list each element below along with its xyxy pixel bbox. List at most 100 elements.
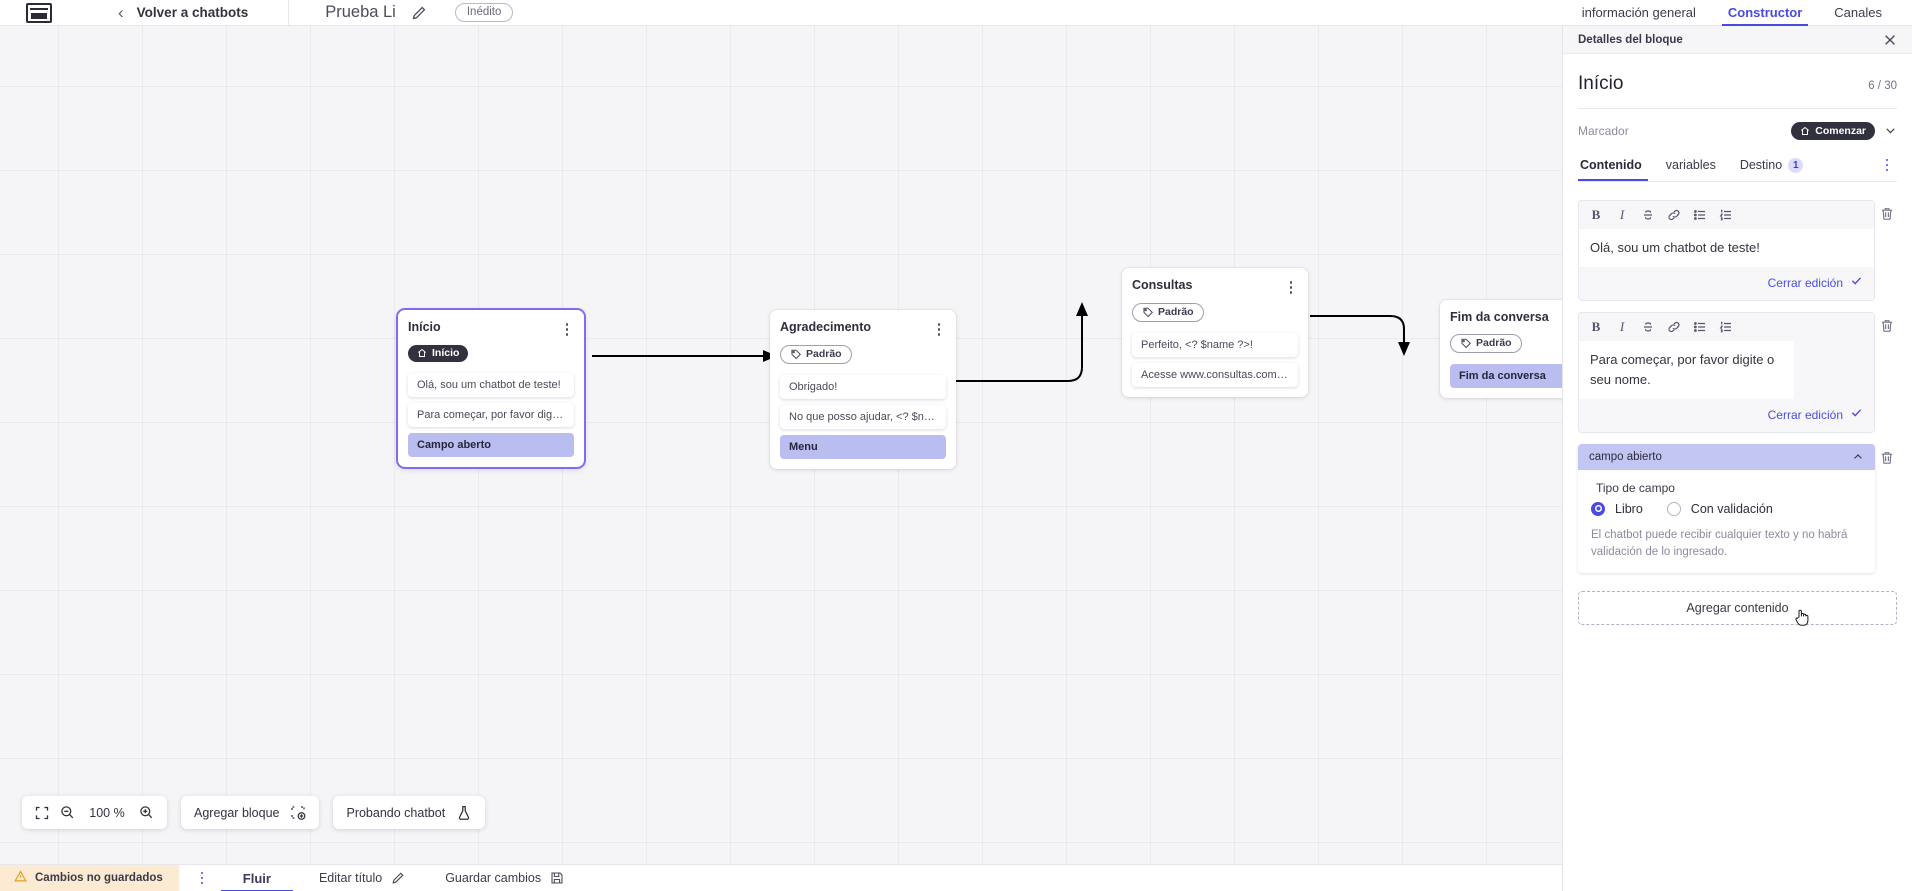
flow-node-consultas[interactable]: Consultas Padrão Perfeito, <? $name ?>! … — [1122, 268, 1308, 397]
node-tag: Padrão — [1450, 333, 1522, 354]
marcador-label: Marcador — [1578, 123, 1629, 138]
marcador-badge-label: Comenzar — [1815, 124, 1866, 137]
check-icon[interactable] — [1850, 274, 1863, 292]
campo-abierto-label: campo abierto — [1589, 450, 1662, 463]
delete-field-button[interactable] — [1879, 450, 1897, 468]
campo-abierto-header[interactable]: campo abierto — [1578, 443, 1875, 470]
strikethrough-icon[interactable] — [1635, 317, 1661, 337]
tab-constructor[interactable]: Constructor — [1712, 5, 1818, 26]
save-changes-button[interactable]: Guardar cambios — [445, 871, 564, 885]
node-row[interactable]: Acesse www.consultas.com par... — [1132, 362, 1298, 387]
pointer-hand-icon — [1794, 608, 1810, 628]
node-tag-label: Padrão — [1158, 306, 1194, 319]
node-menu-button[interactable] — [560, 321, 574, 336]
tab-destino[interactable]: Destino 1 — [1728, 157, 1815, 181]
test-chatbot-label: Probando chatbot — [346, 805, 446, 820]
node-tag: Início — [408, 344, 469, 363]
node-header: Consultas — [1132, 278, 1298, 294]
flow-canvas[interactable]: Início Início Olá, sou um chatbot de tes… — [0, 26, 1562, 864]
tag-icon — [1461, 338, 1471, 348]
bottom-overflow-menu[interactable] — [191, 871, 213, 885]
tab-contenido-label: Contenido — [1580, 158, 1642, 172]
node-title: Agradecimento — [780, 320, 871, 334]
fit-screen-icon[interactable] — [35, 806, 49, 820]
add-content-button[interactable]: Agregar contenido — [1578, 591, 1897, 628]
tab-contenido[interactable]: Contenido — [1578, 158, 1654, 181]
radio-con-validacion[interactable] — [1666, 501, 1681, 516]
bold-icon[interactable]: B — [1591, 206, 1601, 222]
node-rows: Olá, sou um chatbot de teste! Para começ… — [408, 373, 574, 458]
panel-header: Detalles del bloque — [1563, 26, 1912, 54]
node-title: Início — [408, 320, 441, 334]
zoom-out-icon[interactable] — [60, 805, 75, 820]
rich-text-editor[interactable]: B I — [1578, 311, 1875, 433]
node-row[interactable]: Menu — [780, 434, 946, 459]
add-block-button[interactable]: Agregar bloque — [181, 796, 320, 829]
panel-content: B I — [1563, 181, 1912, 891]
bottom-bar: Cambios no guardados Fluir Editar título… — [0, 864, 1562, 891]
tab-informacion-general[interactable]: información general — [1581, 4, 1696, 20]
bullet-list-icon[interactable] — [1687, 317, 1713, 337]
close-icon[interactable] — [1882, 32, 1898, 48]
flow-node-inicio[interactable]: Início Início Olá, sou um chatbot de tes… — [398, 310, 584, 468]
node-tag: Padrão — [780, 344, 852, 365]
campo-abierto-body: Tipo de campo Libro Con validación El ch… — [1578, 469, 1875, 574]
marcador-badge[interactable]: Comenzar — [1791, 122, 1875, 140]
marcador-controls: Comenzar — [1791, 122, 1897, 140]
node-row[interactable]: Perfeito, <? $name ?>! — [1132, 332, 1298, 357]
panel-block-count: 6 / 30 — [1868, 80, 1897, 92]
save-changes-label: Guardar cambios — [445, 871, 542, 885]
numbered-list-icon[interactable] — [1713, 317, 1739, 337]
add-block-icon — [290, 805, 306, 821]
bold-icon[interactable]: B — [1591, 318, 1601, 334]
pencil-icon[interactable] — [411, 5, 427, 21]
flow-node-fim-da-conversa[interactable]: Fim da conversa Padrão Fim da conversa — [1440, 300, 1562, 398]
delete-block-button[interactable] — [1879, 206, 1897, 224]
chevron-down-icon[interactable] — [1884, 124, 1897, 137]
tab-destino-label: Destino — [1739, 158, 1783, 172]
panel-tabs-overflow-menu[interactable] — [1877, 158, 1897, 180]
node-row[interactable]: Olá, sou um chatbot de teste! — [408, 373, 574, 398]
tag-icon — [791, 349, 801, 360]
tab-canales[interactable]: Canales — [1834, 4, 1882, 20]
node-rows: Fim da conversa — [1450, 363, 1562, 388]
zoom-in-icon[interactable] — [139, 805, 154, 820]
italic-icon[interactable]: I — [1619, 318, 1625, 334]
link-icon[interactable] — [1661, 205, 1687, 225]
node-row[interactable]: Para começar, por favor digite o ... — [408, 403, 574, 428]
flow-node-agradecimento[interactable]: Agradecimento Padrão Obrigado! No que po… — [770, 310, 956, 469]
delete-block-button[interactable] — [1879, 318, 1897, 336]
node-row[interactable]: No que posso ajudar, <? $name ... — [780, 404, 946, 429]
top-bar: ‹ Volver a chatbots Prueba Li Inédito in… — [0, 0, 1912, 26]
node-menu-button[interactable] — [932, 321, 946, 336]
node-row[interactable]: Fim da conversa — [1450, 363, 1562, 388]
test-chatbot-button[interactable]: Probando chatbot — [333, 796, 486, 829]
rich-text-editor[interactable]: B I — [1578, 199, 1875, 301]
numbered-list-icon[interactable] — [1713, 205, 1739, 225]
close-edit-link[interactable]: Cerrar edición — [1767, 275, 1843, 290]
node-row[interactable]: Obrigado! — [780, 374, 946, 399]
back-chevron-icon[interactable]: ‹ — [118, 3, 124, 22]
editor-text[interactable]: Para começar, por favor digite o seu nom… — [1579, 340, 1794, 399]
panel-title: Início — [1578, 73, 1624, 94]
editor-text[interactable]: Olá, sou um chatbot de teste! — [1579, 228, 1874, 267]
node-menu-button[interactable] — [1284, 279, 1298, 294]
check-icon[interactable] — [1850, 406, 1863, 424]
edit-title-button[interactable]: Editar título — [319, 871, 405, 885]
close-edit-link[interactable]: Cerrar edición — [1767, 407, 1843, 422]
radio-libro[interactable] — [1591, 501, 1605, 516]
back-to-chatbots-link[interactable]: Volver a chatbots — [136, 5, 249, 20]
node-row[interactable]: Campo aberto — [408, 433, 574, 458]
flask-icon — [456, 805, 472, 821]
chevron-up-icon[interactable] — [1852, 451, 1864, 463]
italic-icon[interactable]: I — [1619, 206, 1625, 222]
via-logo — [26, 2, 52, 23]
editor-footer: Cerrar edición — [1579, 266, 1874, 300]
bullet-list-icon[interactable] — [1687, 205, 1713, 225]
tab-fluir[interactable]: Fluir — [220, 865, 294, 891]
strikethrough-icon[interactable] — [1635, 205, 1661, 225]
link-icon[interactable] — [1661, 317, 1687, 337]
zoom-controls: 100 % — [22, 796, 167, 829]
tab-variables[interactable]: variables — [1654, 158, 1728, 180]
